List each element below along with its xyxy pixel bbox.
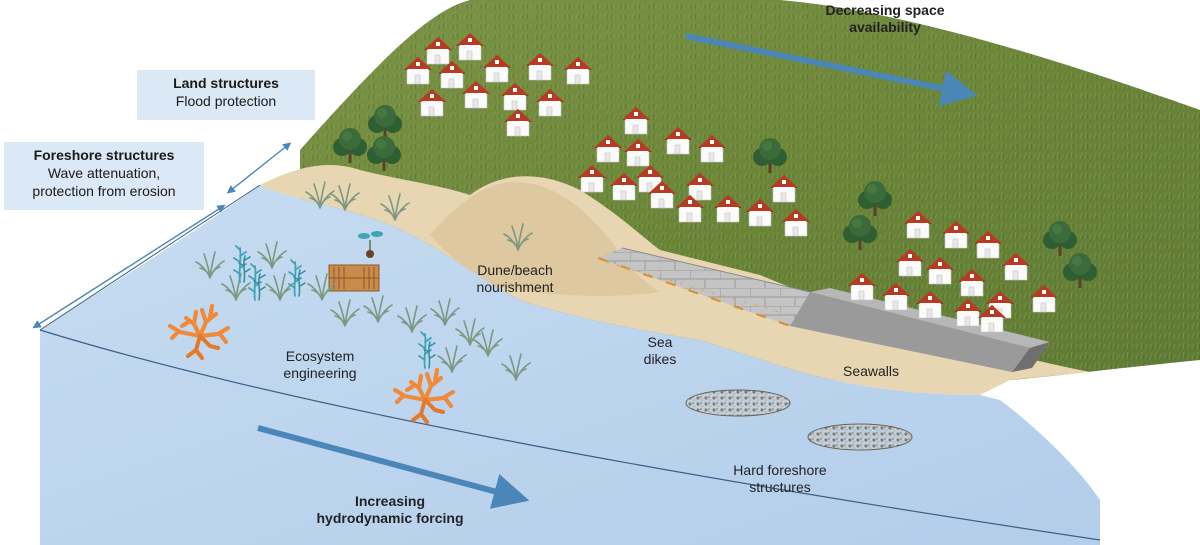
oyster-crate-icon bbox=[328, 264, 380, 292]
foreshore-structures-title: Foreshore structures bbox=[33, 147, 175, 163]
land-structures-title: Land structures bbox=[173, 75, 279, 91]
dikes-label-line2: dikes bbox=[643, 351, 677, 367]
ecosystem-label-line1: Ecosystem bbox=[285, 348, 355, 364]
land-structures-subtitle: Flood protection bbox=[175, 93, 277, 109]
sea-dike bbox=[597, 247, 811, 327]
sapling-icon bbox=[358, 231, 383, 258]
space-label-line1: Decreasing space bbox=[825, 2, 945, 18]
dune-label-line1: Dune/beach bbox=[477, 262, 553, 278]
hard-foreshore-label: Hard foreshore structures bbox=[715, 462, 845, 496]
space-label: Decreasing space availability bbox=[790, 2, 980, 36]
forcing-label: Increasing hydrodynamic forcing bbox=[290, 493, 490, 527]
foreshore-extent-arrow bbox=[32, 204, 226, 329]
hard-foreshore-label-line1: Hard foreshore bbox=[733, 462, 827, 478]
dune bbox=[430, 181, 660, 296]
dune-label: Dune/beach nourishment bbox=[460, 262, 570, 296]
land-structures-box: Land structures Flood protection bbox=[137, 70, 315, 120]
gravel-reef-icon bbox=[685, 389, 913, 451]
space-label-line2: availability bbox=[849, 19, 921, 35]
ecosystem-label: Ecosystem engineering bbox=[265, 348, 375, 382]
water bbox=[40, 185, 1100, 545]
dikes-label-line1: Sea bbox=[647, 334, 673, 350]
space-arrow bbox=[685, 33, 978, 107]
foreshore-structures-sub2: protection from erosion bbox=[32, 183, 176, 199]
seawalls-label: Seawalls bbox=[842, 363, 900, 379]
dune-label-line2: nourishment bbox=[476, 279, 554, 295]
dikes-label: Sea dikes bbox=[630, 334, 690, 368]
forcing-label-line1: Increasing bbox=[354, 493, 426, 509]
land-extent-arrow bbox=[226, 142, 292, 194]
forcing-arrow bbox=[257, 425, 530, 509]
hard-foreshore-label-line2: structures bbox=[749, 479, 811, 495]
forcing-label-line2: hydrodynamic forcing bbox=[316, 510, 464, 526]
foreshore-structures-sub1: Wave attenuation, bbox=[47, 165, 161, 181]
foreshore-structures-box: Foreshore structures Wave attenuation, p… bbox=[4, 142, 204, 210]
ecosystem-label-line2: engineering bbox=[283, 365, 357, 381]
